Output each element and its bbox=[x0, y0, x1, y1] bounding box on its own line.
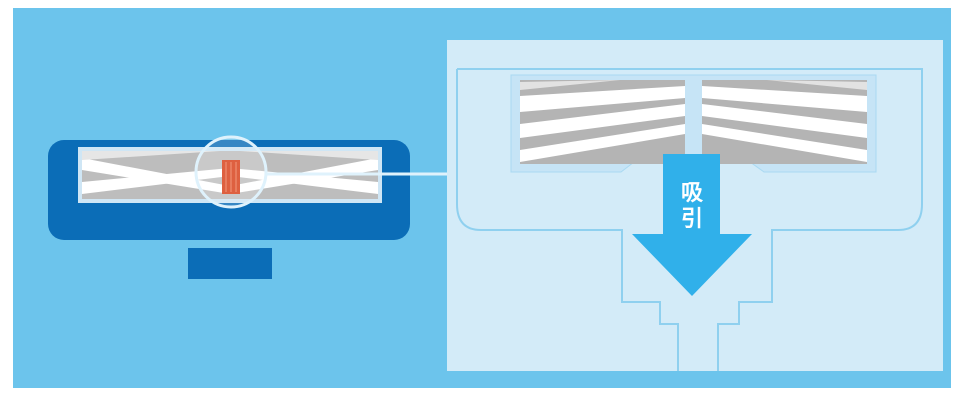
device-neck bbox=[188, 248, 272, 279]
suction-label-2: 引 bbox=[681, 207, 703, 232]
magnifier-circle bbox=[194, 135, 268, 209]
zoom-panel: 吸 引 bbox=[447, 40, 943, 371]
suction-label-1: 吸 bbox=[681, 181, 704, 206]
suction-arrow bbox=[632, 154, 752, 296]
housing-outline bbox=[456, 68, 923, 371]
vacuum-head-overview bbox=[48, 135, 450, 279]
brush-roll-right bbox=[702, 80, 867, 164]
brush-roll-left bbox=[520, 80, 685, 164]
